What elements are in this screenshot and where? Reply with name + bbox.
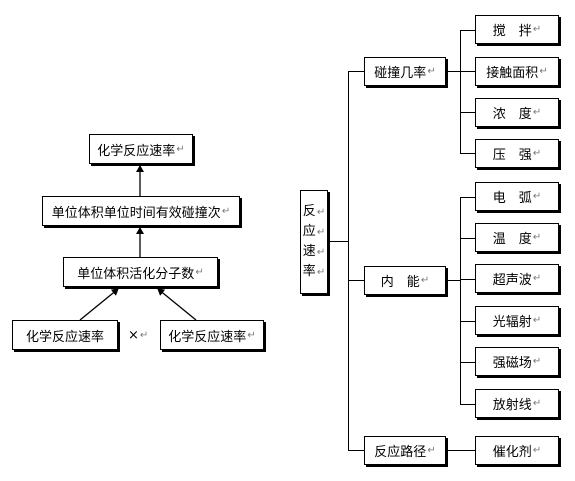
connector-leaf (460, 30, 475, 31)
connector-leaf (460, 362, 475, 363)
root-char-row: 反↵ (303, 202, 325, 222)
connector-leaf (460, 404, 475, 405)
paragraph-mark: ↵ (221, 205, 231, 217)
leaf-label: 搅 拌 (492, 24, 532, 39)
paragraph-mark: ↵ (316, 267, 326, 278)
branch-label: 碰撞几率 (374, 66, 427, 81)
root-char: 反 (302, 204, 316, 219)
arrow-left-to-lower (79, 288, 119, 321)
leaf-electric-arc: 电 弧↵ (475, 182, 559, 211)
leaf-label: 电 弧 (492, 191, 532, 206)
connector-leaf (460, 153, 475, 154)
root-char-row: 率↵ (303, 262, 325, 282)
node-label: 化学反应速率 (168, 329, 247, 345)
leaf-stirring: 搅 拌↵ (475, 15, 559, 44)
paragraph-mark: ↵ (316, 207, 326, 218)
connector-root-out (330, 241, 349, 242)
root-char-row: 速↵ (303, 242, 325, 262)
leaf-label: 接触面积 (486, 66, 539, 81)
branch-label: 反应路径 (374, 445, 427, 460)
connector-branch-1-out (448, 280, 461, 281)
paragraph-mark: ↵ (532, 107, 542, 118)
paragraph-mark: ↵ (316, 227, 326, 238)
branch-internal-energy: 内 能↵ (364, 266, 446, 295)
node-reaction-rate-top: 化学反应速率↵ (89, 134, 193, 164)
node-label: 单位体积单位时间有效碰撞次 (51, 205, 221, 221)
paragraph-mark: ↵ (532, 445, 542, 456)
paragraph-mark: ↵ (539, 66, 548, 77)
paragraph-mark: ↵ (532, 273, 542, 284)
root-char: 速 (302, 244, 316, 259)
leaf-ultrasound: 超声波↵ (475, 264, 559, 293)
node-label: 化学反应速率 (97, 143, 176, 159)
connector-branch-0-out (448, 71, 461, 72)
node-reaction-rate-right: 化学反应速率↵ (160, 320, 264, 350)
paragraph-mark: ↵ (532, 315, 542, 326)
paragraph-mark: ↵ (532, 232, 542, 243)
node-label: 单位体积活化分子数 (77, 266, 195, 282)
branch-label: 内 能 (380, 275, 420, 290)
leaf-catalyst: 催化剂↵ (475, 436, 559, 465)
connector-leaf (460, 112, 475, 113)
node-label: 化学反应速率 (25, 329, 104, 345)
leaf-light-radiation: 光辐射↵ (475, 306, 559, 335)
paragraph-mark: ↵ (532, 191, 542, 202)
connector-to-branch-1 (348, 280, 364, 281)
leaf-label: 光辐射 (492, 315, 532, 330)
multiply-symbol: × (128, 327, 139, 343)
branch-collision-probability: 碰撞几率↵ (364, 57, 446, 86)
paragraph-mark: ↵ (532, 356, 542, 367)
paragraph-mark: ↵ (420, 275, 430, 286)
leaf-label: 强磁场 (492, 356, 532, 371)
leaf-temperature: 温 度↵ (475, 223, 559, 252)
paragraph-mark: ↵ (427, 445, 436, 456)
leaf-label: 压 强 (492, 148, 532, 163)
paragraph-mark: ↵ (195, 266, 204, 278)
leaf-strong-magnetic-field: 强磁场↵ (475, 347, 559, 376)
connector-to-branch-2 (348, 450, 364, 451)
connector-branch-0-trunk (460, 30, 461, 154)
leaf-label: 超声波 (492, 273, 532, 288)
paragraph-mark: ↵ (427, 66, 436, 77)
leaf-label: 催化剂 (492, 445, 532, 460)
paragraph-mark: ↵ (532, 148, 542, 159)
node-effective-collisions: 单位体积单位时间有效碰撞次↵ (42, 196, 240, 226)
leaf-contact-area: 接触面积↵ (475, 57, 559, 86)
paragraph-mark: ↵ (176, 143, 185, 155)
connector-leaf (460, 197, 475, 198)
connector-branch-1-trunk (460, 197, 461, 405)
leaf-label: 放射线 (492, 398, 532, 413)
paragraph-mark: ↵ (532, 24, 542, 35)
node-activated-molecules: 单位体积活化分子数↵ (63, 257, 218, 287)
arrow-right-to-lower (157, 288, 197, 321)
node-reaction-rate-left: 化学反应速率 (12, 320, 118, 350)
root-reaction-rate: 反↵ 应↵ 速↵ 率↵ (300, 190, 328, 294)
multiply-operator: ×↵ (128, 326, 148, 344)
paragraph-mark: ↵ (247, 329, 256, 341)
connector-branch-2-out (448, 450, 475, 451)
connector-root-trunk (348, 71, 349, 451)
leaf-concentration: 浓 度↵ (475, 98, 559, 127)
root-char: 率 (302, 264, 316, 279)
leaf-pressure: 压 强↵ (475, 139, 559, 168)
leaf-radioactive-rays: 放射线↵ (475, 389, 559, 418)
connector-to-branch-0 (348, 71, 364, 72)
connector-leaf (460, 71, 475, 72)
leaf-label: 浓 度 (492, 107, 532, 122)
connector-leaf (460, 321, 475, 322)
paragraph-mark: ↵ (139, 329, 149, 341)
paragraph-mark: ↵ (316, 247, 326, 258)
connector-leaf (460, 279, 475, 280)
root-char: 应 (302, 224, 316, 239)
root-char-row: 应↵ (303, 222, 325, 242)
paragraph-mark: ↵ (532, 398, 542, 409)
connector-leaf (460, 238, 475, 239)
branch-reaction-path: 反应路径↵ (364, 436, 446, 465)
leaf-label: 温 度 (492, 232, 532, 247)
